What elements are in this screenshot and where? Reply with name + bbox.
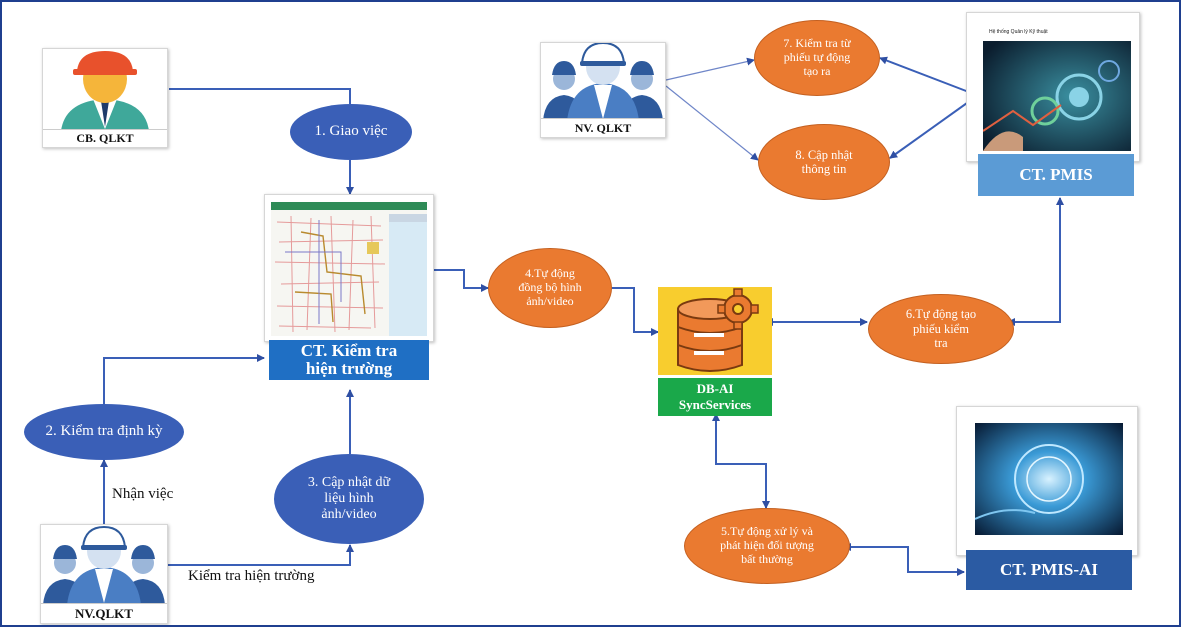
step-4-dong-bo: 4.Tự động đồng bộ hình ảnh/video [488,248,612,328]
map-screenshot-icon [271,202,427,336]
workers-group-icon-top [541,43,665,121]
nv-qlkt-top-card: NV. QLKT [540,42,666,138]
step-7-kiem-tra-phieu: 7. Kiểm tra từ phiếu tự động tạo ra [754,20,880,96]
edge-nv-top-to-step7 [665,57,755,81]
kiem-tra-app-banner: CT. Kiểm tra hiện trường [269,340,429,380]
workers-group-icon [41,525,167,605]
edge-nv-top-to-step8 [665,85,759,161]
db-ai-tile [658,287,772,375]
step-2-kiem-tra-dinh-ky: 2. Kiểm tra định kỳ [24,404,184,460]
edge-dinhky-to-screen [103,354,265,404]
engineer-avatar-icon [43,49,167,131]
database-gear-icon [677,288,759,372]
pmis-hero-image-icon [983,41,1131,151]
step-8-cap-nhat-thong-tin: 8. Cập nhật thông tin [758,124,890,200]
edge-step6-pmis [1007,197,1064,326]
edge-pmis-step7 [879,56,981,98]
kiem-tra-app-title-2: hiện trường [305,359,393,378]
edge-db-step5 [712,413,770,509]
nhan-viec-label: Nhận việc [112,486,174,502]
nv-qlkt-bottom-card: NV.QLKT [40,524,168,624]
pmis-banner: CT. PMIS [978,154,1134,196]
kiem-tra-hien-truong-label: Kiểm tra hiện trường [188,568,315,584]
pmis-screen-title: Hệ thống Quản lý Kỹ thuật [989,29,1048,35]
nv-qlkt-top-label: NV. QLKT [541,118,665,137]
pmis-ai-hero-image-icon [975,423,1123,535]
edge-cb-to-giaoviec [169,88,351,104]
edge-step5-pmisai [843,543,965,576]
step-5-xu-ly-phat-hien: 5.Tự động xử lý và phát hiện đối tượng b… [684,508,850,584]
step-1-giao-viec: 1. Giao việc [290,104,412,160]
cb-qlkt-label: CB. QLKT [43,129,167,147]
kiem-tra-app-title-1: CT. Kiểm tra [300,341,398,360]
db-ai-subtitle: SyncServices [678,397,752,412]
nv-qlkt-bottom-label: NV.QLKT [41,603,167,623]
cb-qlkt-card: CB. QLKT [42,48,168,148]
edge-pmis-step8 [889,93,980,159]
pmis-ai-app-card [956,406,1138,556]
pmis-ai-banner: CT. PMIS-AI [966,550,1132,590]
edge-step4-to-db [612,287,659,336]
db-ai-title: DB-AI [696,381,734,396]
edge-nv-to-capnhat [168,544,354,566]
step-6-tao-phieu: 6.Tự động tạo phiếu kiểm tra [868,294,1014,364]
kiem-tra-app-card [264,194,434,342]
edge-screen-to-step4 [434,269,489,292]
pmis-app-card: Hệ thống Quản lý Kỹ thuật [966,12,1140,162]
db-ai-banner: DB-AI SyncServices [658,378,772,416]
step-3-cap-nhat-du-lieu: 3. Cập nhật dữ liệu hình ảnh/video [274,454,424,544]
